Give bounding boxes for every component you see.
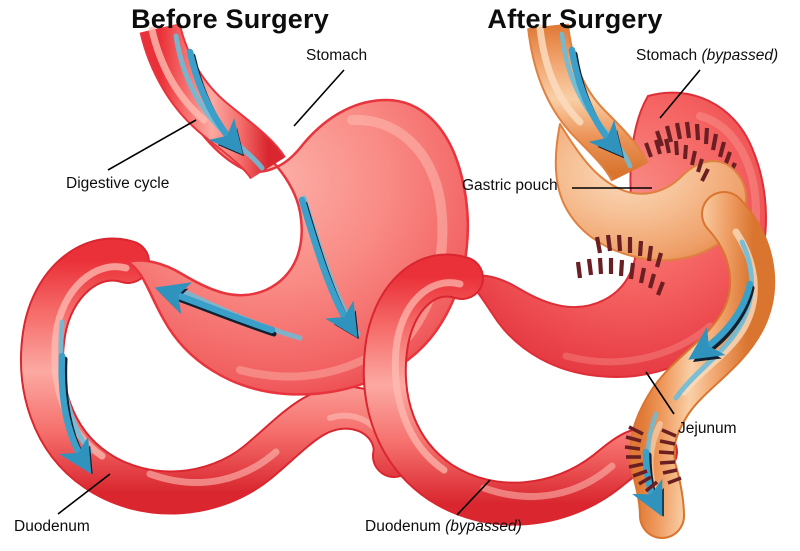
duodenum-bypassed-highlight-2	[480, 462, 616, 501]
stomach-body	[126, 86, 470, 396]
label-stomach-bypassed: Stomach (bypassed)	[636, 47, 778, 64]
suture-line-anastomosis	[624, 425, 682, 493]
duodenum-tube-fill	[22, 239, 415, 513]
duodenum-bypassed-highlight	[391, 279, 464, 474]
label-duodenum: Duodenum	[14, 518, 90, 535]
esophagus-after-highlight	[536, 24, 584, 126]
leader-stomach-bypassed	[659, 69, 701, 119]
label-duodenum-bypassed-emphasis: (bypassed)	[445, 518, 522, 535]
flow-arrow-pylorus	[154, 282, 277, 337]
leader-duodenum	[57, 473, 111, 515]
label-stomach-bypassed-text: Stomach	[636, 47, 702, 64]
flow-arrow-duodenum	[58, 352, 93, 475]
leader-stomach	[293, 69, 345, 127]
suture-line-pouch-lower	[575, 257, 665, 296]
panel-title-after: After Surgery	[487, 4, 663, 34]
leader-jejunum	[645, 371, 675, 415]
flow-arrow-jejunum	[688, 280, 755, 363]
duodenum-highlight-2	[146, 448, 280, 487]
flow-line-jejunum	[673, 239, 754, 401]
label-jejunum: Jejunum	[678, 420, 737, 437]
label-stomach-bypassed-emphasis: (bypassed)	[701, 47, 779, 64]
flow-arrow-esophagus-after	[568, 46, 624, 159]
leader-duodenum-bypassed	[456, 479, 491, 516]
suture-line-stomach-lower	[594, 234, 664, 268]
esophagus-highlight	[148, 26, 208, 124]
label-stomach: Stomach	[306, 47, 368, 64]
label-gastric-pouch: Gastric pouch	[462, 177, 558, 194]
panel-title-before: Before Surgery	[131, 4, 329, 34]
flow-arrow-stomach	[298, 196, 359, 340]
leader-digestive-cycle	[107, 119, 197, 171]
label-duodenum-bypassed-text: Duodenum	[365, 518, 446, 535]
flow-arrow-esophagus	[186, 48, 244, 157]
label-duodenum-bypassed: Duodenum (bypassed)	[365, 518, 522, 535]
label-digestive-cycle: Digestive cycle	[66, 175, 170, 192]
after-surgery-anatomy	[362, 23, 776, 539]
